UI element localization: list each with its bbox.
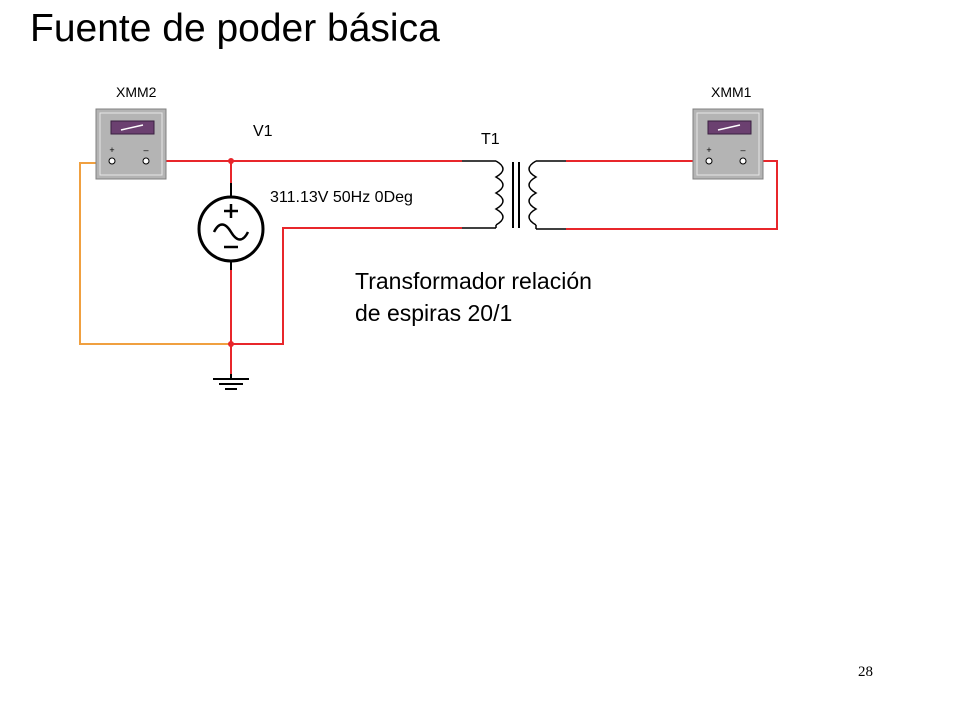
wire-meter-left-negative [79, 162, 231, 345]
svg-text:–: – [143, 145, 148, 155]
ground-icon [213, 374, 249, 390]
meter-right-label: XMM1 [711, 84, 752, 100]
source-label: V1 [253, 123, 273, 140]
annotation-line-1: Transformador relación [355, 268, 592, 294]
ac-source-icon[interactable] [197, 183, 265, 270]
slide-title: Fuente de poder básica [30, 7, 440, 50]
meter-left-label: XMM2 [116, 84, 157, 100]
wire-primary-bottom [231, 227, 462, 345]
svg-text:+: + [706, 145, 711, 155]
transformer-annotation: Transformador relación de espiras 20/1 [355, 265, 592, 329]
multimeter-icon[interactable]: + – [95, 108, 167, 180]
transformer-icon[interactable] [462, 160, 566, 230]
source-value: 311.13V 50Hz 0Deg [270, 189, 413, 206]
transformer-label: T1 [481, 131, 500, 148]
node-dot-bottom [228, 341, 234, 347]
svg-text:+: + [109, 145, 114, 155]
page-number: 28 [858, 664, 873, 680]
svg-text:–: – [740, 145, 745, 155]
multimeter-icon[interactable]: + – [692, 108, 764, 180]
annotation-line-2: de espiras 20/1 [355, 300, 513, 326]
node-dot-top [228, 158, 234, 164]
